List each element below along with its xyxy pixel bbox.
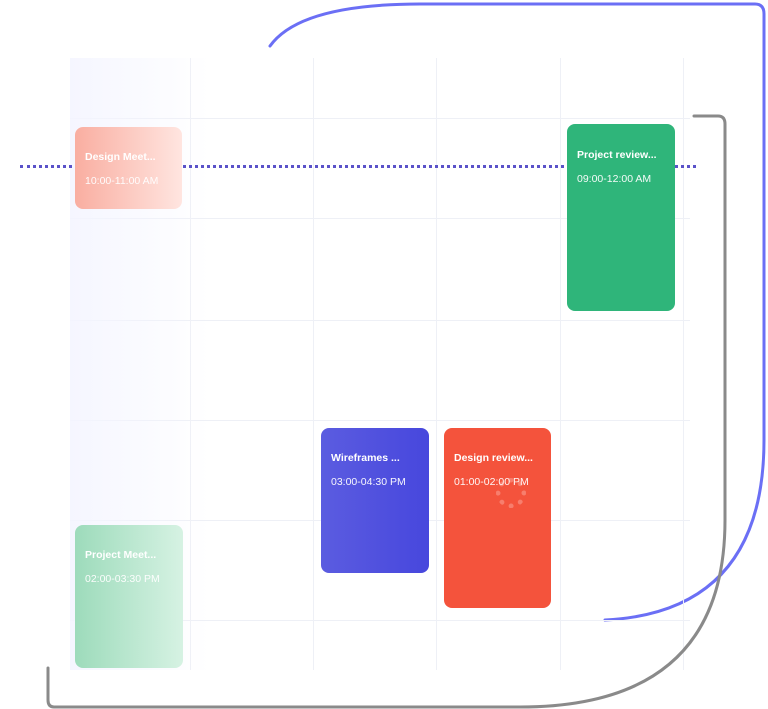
event-card-wireframes[interactable]: Wireframes ... 03:00-04:30 PM bbox=[321, 428, 429, 573]
grid-row-line bbox=[70, 118, 690, 119]
event-card-project-review[interactable]: Project review... 09:00-12:00 AM bbox=[567, 124, 675, 311]
event-card-project-meeting[interactable]: Project Meet... 02:00-03:30 PM bbox=[75, 525, 183, 668]
grid-row-line bbox=[70, 320, 690, 321]
event-time: 10:00-11:00 AM bbox=[85, 175, 159, 187]
grid-row-line bbox=[70, 420, 690, 421]
grid-row-line bbox=[70, 218, 690, 219]
grid-row-line bbox=[70, 620, 690, 621]
grid-column-line bbox=[313, 58, 314, 670]
grid-column-line bbox=[560, 58, 561, 670]
event-card-design-review[interactable]: Design review... 01:00-02:00 PM bbox=[444, 428, 551, 608]
event-card-design-meeting[interactable]: Design Meet... 10:00-11:00 AM bbox=[75, 127, 182, 209]
gear-icon bbox=[496, 478, 526, 508]
event-time: 02:00-03:30 PM bbox=[85, 573, 160, 585]
grid-column-line bbox=[436, 58, 437, 670]
event-time: 03:00-04:30 PM bbox=[331, 476, 406, 488]
current-time-indicator bbox=[20, 165, 696, 168]
event-time: 09:00-12:00 AM bbox=[577, 173, 652, 185]
grid-column-line bbox=[683, 58, 684, 670]
